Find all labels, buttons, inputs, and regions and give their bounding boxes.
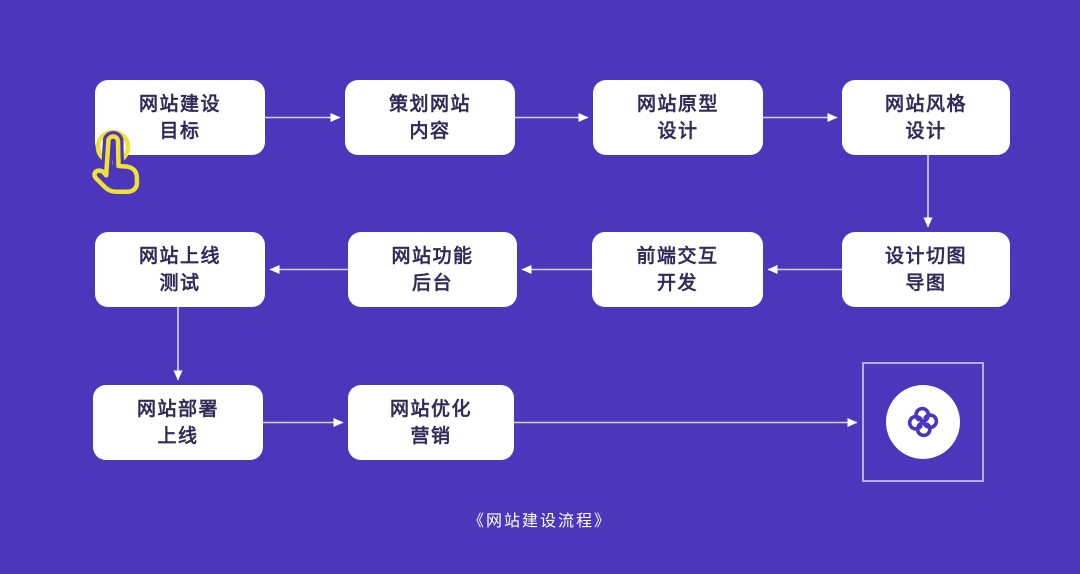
node-label-line: 测试 bbox=[159, 272, 201, 294]
node-label-line: 设计 bbox=[905, 120, 947, 142]
clover-knot-icon bbox=[907, 406, 939, 438]
flow-node-plan[interactable]: 策划网站 内容 bbox=[345, 80, 515, 155]
diagram-caption: 《网站建设流程》 bbox=[467, 513, 612, 530]
node-label-line: 目标 bbox=[159, 120, 201, 142]
flow-node-frontend[interactable]: 前端交互 开发 bbox=[592, 232, 763, 307]
flow-node-goal[interactable]: 网站建设 目标 bbox=[95, 80, 265, 155]
flow-node-deploy[interactable]: 网站部署 上线 bbox=[93, 385, 263, 460]
node-label-line: 网站部署 bbox=[136, 398, 219, 420]
node-label-line: 网站原型 bbox=[636, 93, 719, 115]
logo-circle bbox=[886, 385, 960, 459]
flow-node-marketing[interactable]: 网站优化 营销 bbox=[348, 385, 514, 460]
node-label-line: 策划网站 bbox=[388, 93, 471, 115]
node-label-line: 设计 bbox=[657, 120, 699, 142]
node-label-line: 导图 bbox=[905, 272, 947, 294]
node-label-line: 后台 bbox=[411, 272, 453, 294]
node-label-line: 网站风格 bbox=[884, 93, 967, 115]
node-label-line: 设计切图 bbox=[884, 245, 967, 267]
node-label-line: 网站优化 bbox=[389, 398, 472, 420]
flow-node-style[interactable]: 网站风格 设计 bbox=[842, 80, 1010, 155]
flow-node-prototype[interactable]: 网站原型 设计 bbox=[593, 80, 763, 155]
node-label-line: 开发 bbox=[656, 272, 698, 294]
flow-node-test[interactable]: 网站上线 测试 bbox=[95, 232, 265, 307]
logo-badge-frame bbox=[862, 362, 984, 482]
node-label-line: 营销 bbox=[410, 425, 452, 447]
flow-node-slice[interactable]: 设计切图 导图 bbox=[842, 232, 1010, 307]
node-label-line: 前端交互 bbox=[636, 245, 719, 267]
node-label-line: 网站建设 bbox=[138, 93, 221, 115]
node-label-line: 上线 bbox=[157, 425, 199, 447]
node-label-line: 内容 bbox=[409, 120, 451, 142]
node-label-line: 网站上线 bbox=[138, 245, 221, 267]
node-label-line: 网站功能 bbox=[391, 245, 474, 267]
flow-node-backend[interactable]: 网站功能 后台 bbox=[348, 232, 517, 307]
